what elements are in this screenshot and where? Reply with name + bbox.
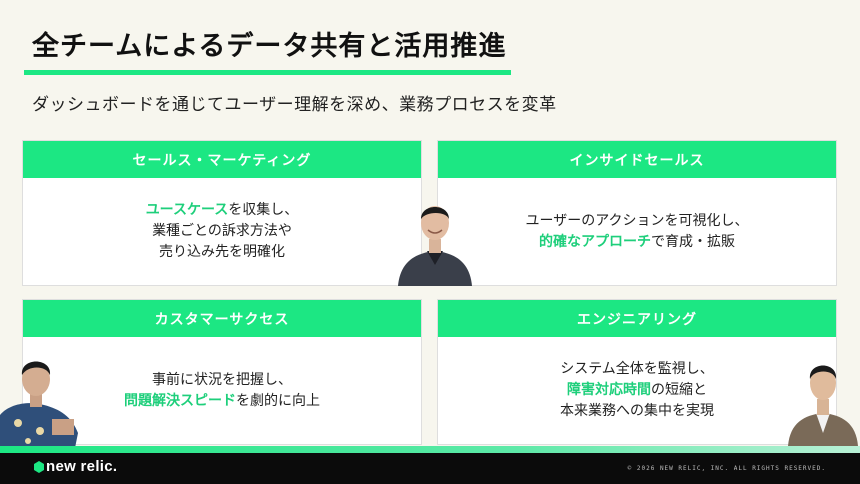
- highlight-text: ユースケース: [145, 202, 229, 218]
- page-title: 全チームによるデータ共有と活用推進: [32, 31, 507, 62]
- card-text: の短縮と: [651, 382, 707, 398]
- highlight-text: 障害対応時間: [567, 382, 651, 398]
- copyright-notice: © 2026 NEW RELIC, INC. ALL RIGHTS RESERV…: [627, 465, 826, 472]
- card-heading: インサイドセールス: [438, 141, 836, 178]
- presenter-video-center: [398, 206, 472, 286]
- highlight-text: 的確なアプローチ: [539, 233, 651, 250]
- card-heading: エンジニアリング: [438, 300, 836, 337]
- footer-bar: [0, 453, 860, 484]
- card-inside-sales: インサイドセールス ユーザーのアクションを可視化し、 的確なアプローチで育成・拡…: [437, 140, 837, 286]
- card-line: ユーザーのアクションを可視化し、: [525, 212, 749, 229]
- presenter-video-right: [788, 365, 858, 446]
- card-body: ユーザーのアクションを可視化し、 的確なアプローチで育成・拡販: [438, 178, 836, 285]
- card-line: 本来業務への集中を実現: [560, 403, 714, 419]
- card-heading: セールス・マーケティング: [23, 141, 421, 178]
- highlight-text: 問題解決スピード: [124, 392, 236, 409]
- card-line: 事前に状況を把握し、: [152, 371, 292, 388]
- card-line: 問題解決スピードを劇的に向上: [124, 391, 320, 412]
- footer-accent-stripe: [0, 446, 860, 453]
- card-line: 業種ごとの訴求方法や: [152, 223, 292, 239]
- new-relic-logo-icon: [34, 461, 44, 473]
- card-sales-marketing: セールス・マーケティング ユースケースを収集し、 業種ごとの訴求方法や 売り込み…: [22, 140, 422, 286]
- card-line: 的確なアプローチで育成・拡販: [539, 232, 735, 253]
- card-line: 障害対応時間の短縮と: [567, 380, 707, 401]
- card-customer-success: カスタマーサクセス 事前に状況を把握し、 問題解決スピードを劇的に向上: [22, 299, 422, 445]
- card-line: 売り込み先を明確化: [159, 244, 285, 260]
- card-heading: カスタマーサクセス: [23, 300, 421, 337]
- card-text: を収集し、: [228, 202, 299, 218]
- page-subtitle: ダッシュボードを通じてユーザー理解を深め、業務プロセスを変革: [32, 95, 557, 115]
- card-text: を劇的に向上: [236, 392, 320, 409]
- title-underline: [24, 70, 511, 75]
- card-engineering: エンジニアリング システム全体を監視し、 障害対応時間の短縮と 本来業務への集中…: [437, 299, 837, 445]
- card-line: システム全体を監視し、: [560, 361, 714, 377]
- card-body: システム全体を監視し、 障害対応時間の短縮と 本来業務への集中を実現: [438, 337, 836, 444]
- card-body: 事前に状況を把握し、 問題解決スピードを劇的に向上: [23, 337, 421, 444]
- presenter-video-left: [0, 361, 78, 453]
- card-body: ユースケースを収集し、 業種ごとの訴求方法や 売り込み先を明確化: [23, 178, 421, 285]
- card-text: で育成・拡販: [651, 233, 735, 250]
- card-line: ユースケースを収集し、: [146, 200, 299, 221]
- brand-logo-text: new relic.: [46, 458, 118, 475]
